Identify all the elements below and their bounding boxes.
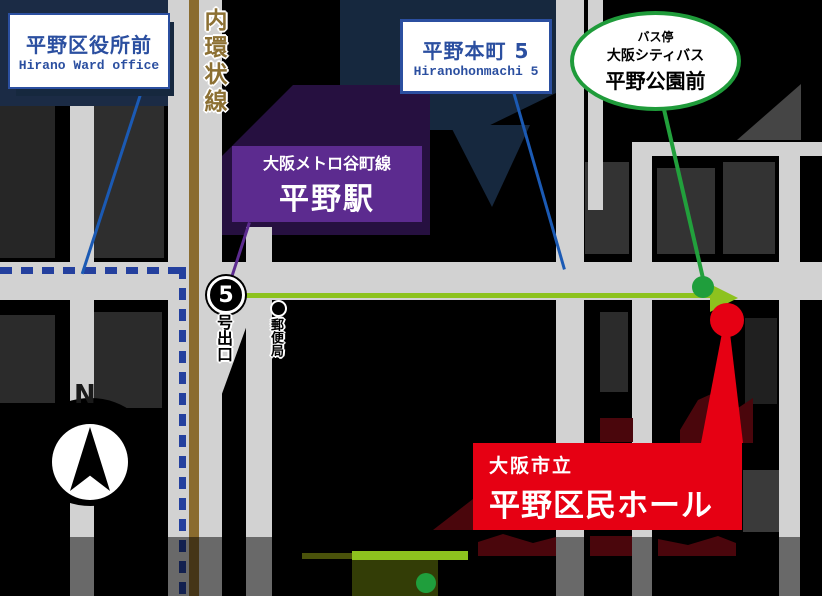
hall-name: 平野区民ホール [489,488,713,524]
road-horizontal-right [637,142,822,156]
station-line-name: 大阪メトロ谷町線 [262,154,391,173]
hall-org: 大阪市立 [489,455,574,477]
ring-road-stripe [189,0,199,596]
station-label-box: 大阪メトロ谷町線 平野駅 [232,146,422,222]
building-block [600,312,628,392]
ring-road-label: 内環状線 [200,8,226,116]
building-block-darkred [600,418,633,442]
post-office-label: 郵便局 [268,318,283,357]
building-block [90,312,162,408]
building-block [723,162,775,254]
building-block-darkred [433,499,473,530]
honmachi-sign-en: Hiranohonmachi 5 [413,63,539,79]
bus-stop-dot-icon [416,573,436,593]
ward-office-sign: 平野区役所前 Hirano Ward office [8,13,170,89]
bus-stop-name: 平野公園前 [605,69,706,93]
building-block-darkred [590,536,632,556]
building-block [90,100,164,258]
subway-line-dashed-h [0,267,183,274]
building-block [0,315,55,403]
compass-north-label: N [74,380,96,410]
bus-stop-category: バス停 [637,30,674,44]
building-block [745,318,777,404]
honmachi-sign: 平野本町 5 Hiranohonmachi 5 [400,19,552,94]
honmachi-sign-ja: 平野本町 5 [422,38,530,63]
bus-stop-dot-icon [692,276,714,298]
subway-line-dashed-v [179,267,186,596]
station-name: 平野駅 [279,182,375,217]
building-block [737,84,801,140]
building-block [743,470,781,532]
building-block [0,100,55,258]
bus-stop-balloon: バス停 大阪シティバス 平野公園前 [570,11,741,111]
route-line-bottom [352,551,468,560]
exit-label: 号出口 [214,314,233,362]
ward-office-sign-en: Hirano Ward office [18,58,160,73]
destination-pointer-icon [701,333,743,443]
road-vertical [779,142,800,596]
bus-stop-operator: 大阪シティバス [606,48,705,64]
route-line-faded [302,553,352,559]
exit-number: 5 [218,282,234,308]
hall-label-box: 大阪市立 平野区民ホール [473,443,742,530]
ward-office-sign-ja: 平野区役所前 [26,33,152,57]
walking-route-line [243,293,713,298]
building-block-navy [450,125,530,207]
destination-marker-icon [710,303,744,337]
post-office-dot-icon [270,300,287,317]
exit-number-badge: 5 [207,276,245,314]
